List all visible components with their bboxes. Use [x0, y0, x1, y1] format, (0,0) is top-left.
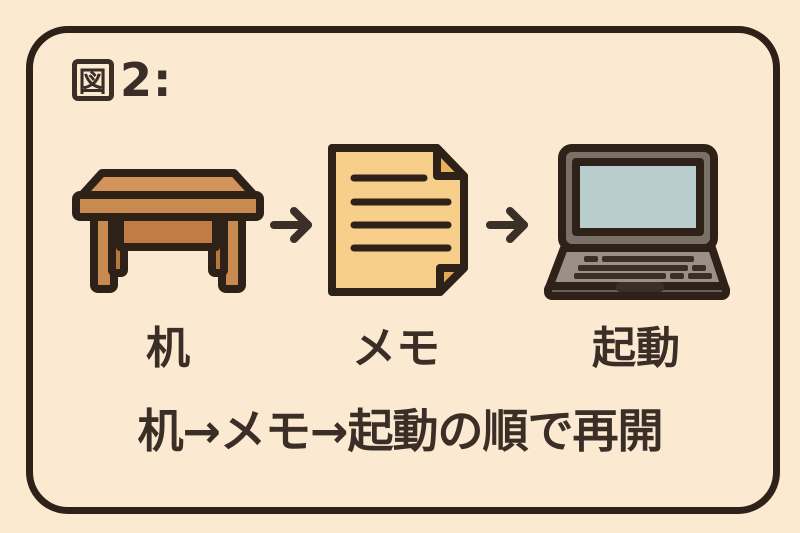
figure-label: 図 2: [72, 52, 172, 108]
step-label-launch: 起動 [592, 323, 680, 374]
figure-number: 2: [120, 53, 173, 107]
desk-icon [72, 169, 264, 293]
step-label-memo: メモ [352, 323, 440, 374]
laptop-icon [544, 144, 730, 300]
summary-text: 机→メモ→起動の順で再開 [137, 404, 663, 458]
arrow-right-icon[interactable] [268, 200, 318, 250]
arrow-right-icon[interactable] [484, 200, 534, 250]
figure-kanji-box: 図 [72, 59, 114, 101]
step-label-desk: 机 [146, 323, 190, 374]
memo-icon [328, 144, 468, 296]
